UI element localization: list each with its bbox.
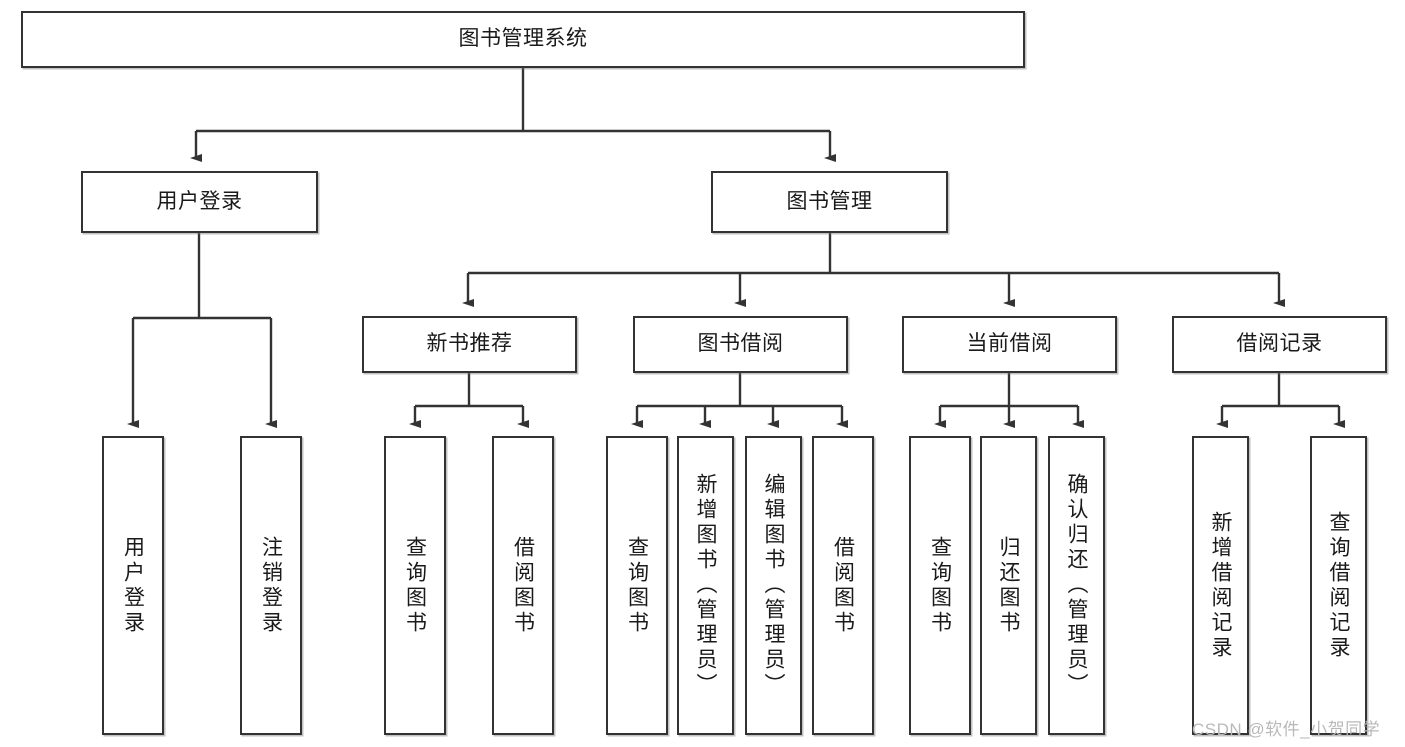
node-book-management-label: 图书管理 [786,189,873,213]
leaf-current-confirm-return[interactable]: 确认归还（管理员） [1048,436,1105,735]
leaf-borrow-edit-book-label: 编辑图书（管理员） [762,473,785,698]
leaf-current-return-book-label: 归还图书 [997,535,1020,636]
node-borrow-record[interactable]: 借阅记录 [1172,316,1387,373]
node-new-book-recommend-label: 新书推荐 [426,332,513,356]
leaf-borrow-edit-book[interactable]: 编辑图书（管理员） [745,436,802,735]
leaf-record-query-label: 查询借阅记录 [1327,510,1350,661]
node-borrow-record-label: 借阅记录 [1236,332,1323,356]
leaf-borrow-add-book[interactable]: 新增图书（管理员） [677,436,734,735]
node-user-login[interactable]: 用户登录 [81,171,318,233]
leaf-recommend-borrow-book-label: 借阅图书 [511,535,535,636]
leaf-recommend-query-book-label: 查询图书 [403,535,427,636]
node-user-login-label: 用户登录 [156,189,243,213]
leaf-current-confirm-return-label: 确认归还（管理员） [1065,473,1088,698]
node-new-book-recommend[interactable]: 新书推荐 [362,316,577,373]
leaf-user-login-label: 用户登录 [121,535,145,636]
node-book-borrow-label: 图书借阅 [697,332,784,356]
node-current-borrow[interactable]: 当前借阅 [902,316,1117,373]
node-book-borrow[interactable]: 图书借阅 [633,316,848,373]
node-book-management[interactable]: 图书管理 [711,171,948,233]
leaf-record-add[interactable]: 新增借阅记录 [1192,436,1249,735]
leaf-borrow-add-book-label: 新增图书（管理员） [694,473,717,698]
leaf-borrow-query-book-label: 查询图书 [625,535,649,636]
node-current-borrow-label: 当前借阅 [966,332,1053,356]
leaf-current-query-book-label: 查询图书 [928,535,952,636]
leaf-recommend-borrow-book[interactable]: 借阅图书 [492,436,554,735]
leaf-recommend-query-book[interactable]: 查询图书 [384,436,446,735]
leaf-borrow-query-book[interactable]: 查询图书 [606,436,668,735]
leaf-current-query-book[interactable]: 查询图书 [909,436,971,735]
node-root[interactable]: 图书管理系统 [21,11,1025,68]
leaf-borrow-borrow-book[interactable]: 借阅图书 [812,436,874,735]
leaf-current-return-book[interactable]: 归还图书 [980,436,1037,735]
leaf-record-add-label: 新增借阅记录 [1209,510,1232,661]
leaf-record-query[interactable]: 查询借阅记录 [1310,436,1367,735]
leaf-user-logout-label: 注销登录 [259,535,283,636]
node-root-label: 图书管理系统 [458,27,588,51]
leaf-user-login[interactable]: 用户登录 [102,436,164,735]
leaf-borrow-borrow-book-label: 借阅图书 [831,535,855,636]
leaf-user-logout[interactable]: 注销登录 [240,436,302,735]
